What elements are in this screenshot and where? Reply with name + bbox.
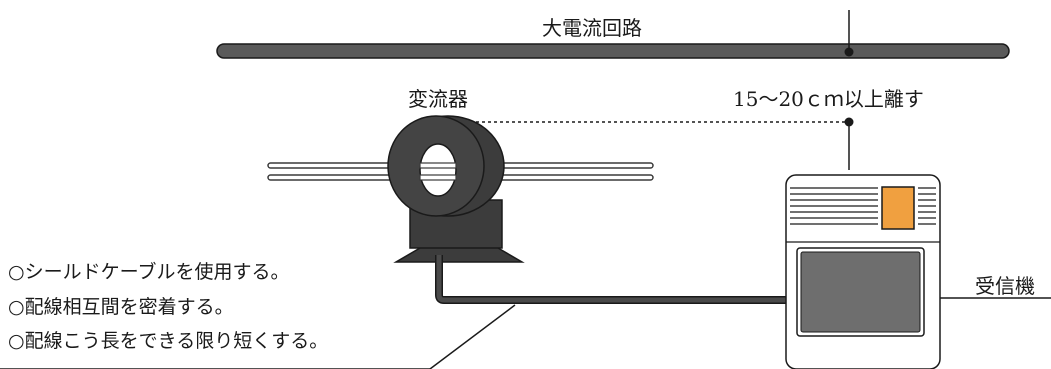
receiver-vent xyxy=(790,187,936,225)
notes-leader-line xyxy=(0,304,516,369)
current-transformer xyxy=(387,115,525,263)
distance-indicator xyxy=(470,10,854,170)
receiver-indicator-lamp xyxy=(881,186,915,230)
secondary-cable xyxy=(435,255,786,304)
current-transformer-label: 変流器 xyxy=(408,87,468,111)
note-shielded-cable: ○シールドケーブルを使用する。 xyxy=(8,261,290,283)
distance-dot-top xyxy=(844,47,854,57)
receiver-label: 受信機 xyxy=(975,274,1035,298)
note-close-wiring: ○配線相互間を密着する。 xyxy=(8,296,234,318)
high-current-circuit-label: 大電流回路 xyxy=(542,16,642,40)
note-short-wiring: ○配線こう長をできる限り短くする。 xyxy=(8,330,329,352)
receiver-display-screen xyxy=(800,251,921,333)
receiver-unit xyxy=(785,174,1051,369)
distance-label: 15〜20ｃｍ以上離す xyxy=(733,87,924,111)
high-current-circuit-bar xyxy=(216,43,1010,59)
